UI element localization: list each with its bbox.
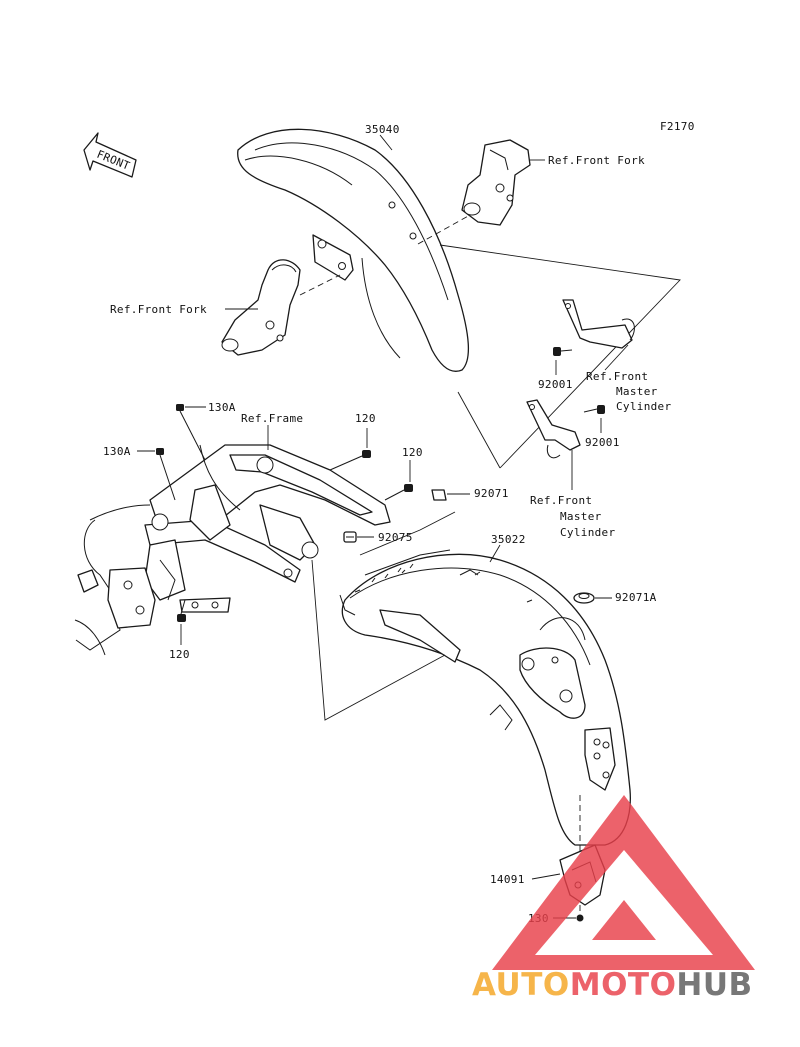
callout-120-b: 120 — [402, 446, 423, 459]
bolt-120-b — [384, 484, 413, 501]
rear-fender-35022 — [339, 549, 631, 846]
callout-92001-a: 92001 — [538, 378, 573, 391]
callout-ref-master-cyl-b-3: Cylinder — [560, 526, 615, 539]
callout-92001-b: 92001 — [585, 436, 620, 449]
bolt-130a-left — [156, 448, 176, 501]
callout-35022: 35022 — [491, 533, 526, 546]
watermark-logo: AUTOMOTOHUB — [472, 795, 755, 1003]
watermark-triangle — [492, 795, 755, 970]
bolt-130 — [576, 914, 584, 922]
front-fork-right — [461, 139, 531, 226]
callout-14091: 14091 — [490, 873, 525, 886]
clip-92071 — [431, 489, 447, 501]
callout-ref-front-fork-left: Ref.Front Fork — [110, 303, 207, 316]
callout-130a-left: 130A — [103, 445, 131, 458]
front-fender-35040 — [237, 128, 470, 372]
callout-92071: 92071 — [474, 487, 509, 500]
callout-92071a: 92071A — [615, 591, 657, 604]
front-fork-left — [221, 259, 301, 356]
callout-35040: 35040 — [365, 123, 400, 136]
bolt-92001-upper — [553, 347, 573, 356]
rear-frame — [144, 444, 391, 613]
hose-guide-upper — [562, 299, 635, 349]
bolt-120-a — [329, 450, 371, 471]
bolt-130a-top — [176, 404, 206, 461]
rear-chassis-outline — [74, 504, 176, 656]
grommet-92071a — [573, 592, 595, 604]
callout-130a-top: 130A — [208, 401, 236, 414]
nut-92075 — [343, 531, 357, 543]
hose-guide-lower — [526, 399, 581, 459]
callout-120-c: 120 — [169, 648, 190, 661]
callout-ref-master-cyl-b-2: Master — [560, 510, 602, 523]
watermark-text: AUTOMOTOHUB — [472, 967, 753, 1003]
bolt-120-c — [177, 599, 186, 622]
figure-code: F2170 — [660, 120, 695, 133]
callout-120-a: 120 — [355, 412, 376, 425]
callout-ref-master-cyl-a-1: Ref.Front — [586, 370, 648, 383]
callout-92075: 92075 — [378, 531, 413, 544]
callout-ref-frame: Ref.Frame — [241, 412, 303, 425]
callout-ref-master-cyl-b-1: Ref.Front — [530, 494, 592, 507]
callout-ref-master-cyl-a-2: Master — [616, 385, 658, 398]
callout-ref-front-fork-right: Ref.Front Fork — [548, 154, 645, 167]
callout-ref-master-cyl-a-3: Cylinder — [616, 400, 671, 413]
front-direction-arrow: FRONT — [83, 132, 137, 178]
bolt-92001-lower — [583, 405, 605, 414]
